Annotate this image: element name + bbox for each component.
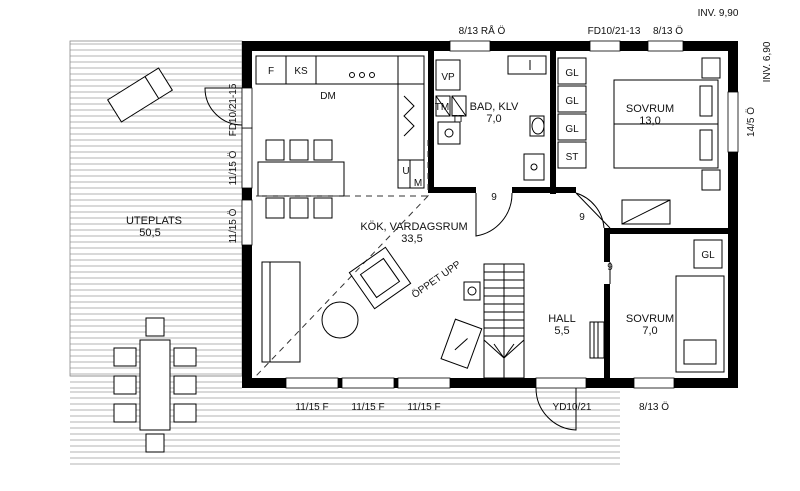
stair-winder: [503, 339, 525, 359]
m-label: M: [414, 178, 422, 189]
st-label: ST: [566, 152, 579, 163]
inv-right-label: INV. 6,90: [762, 41, 773, 82]
open-up-label: ÖPPET UPP: [409, 258, 463, 301]
hall-name: HALL: [548, 313, 576, 325]
gl2-label: GL: [565, 96, 579, 107]
gl3-label: GL: [565, 124, 579, 135]
left-door-label: FD10/21-15: [228, 83, 239, 136]
left-window-1: 11/15 Ö: [227, 150, 239, 185]
door-width-bed1: 9: [579, 212, 585, 223]
window-top-bath: 8/13 RÅ Ö: [459, 24, 506, 37]
stair-winder: [483, 339, 505, 359]
door-swings: [204, 87, 611, 431]
bedroom2-furniture: [589, 239, 725, 373]
dishwasher-label: DM: [320, 91, 336, 102]
dining-table: [257, 139, 345, 219]
stairs: [483, 263, 525, 379]
bath-name: BAD, KLV: [470, 101, 519, 113]
bottom-window-bed2: 8/13 Ö: [639, 401, 669, 413]
window-openings: [241, 40, 739, 389]
stair-winder: [493, 343, 505, 359]
gl-bed2-label: GL: [701, 250, 715, 261]
open-up-line: [255, 140, 429, 377]
tt-label: TT: [452, 114, 464, 125]
bottom-window-2: 11/15 F: [351, 402, 384, 413]
terrace-area: 50,5: [139, 227, 160, 239]
bed1-name: SOVRUM: [626, 103, 674, 115]
tm-label: TM: [435, 102, 449, 113]
vp-label: VP: [441, 72, 455, 83]
bed1-area: 13,0: [639, 115, 660, 127]
window-labels: INV. 9,90 INV. 6,90 8/13 RÅ Ö FD10/21-13…: [227, 8, 773, 413]
window-top-bed: 8/13 Ö: [653, 25, 683, 37]
window-top-bed-door: FD10/21-13: [588, 26, 641, 37]
hall-area: 5,5: [554, 325, 569, 337]
room-labels: UTEPLATS 50,5 KÖK, VARDAGSRUM 33,5 BAD, …: [126, 101, 674, 337]
door-width-bath: 9: [491, 192, 497, 203]
inv-top-label: INV. 9,90: [698, 8, 739, 19]
bottom-window-3: 11/15 F: [407, 402, 440, 413]
entry-door-label: YD10/21: [553, 402, 592, 413]
u-label: U: [402, 166, 409, 177]
kitchen-name: KÖK, VARDAGSRUM: [360, 221, 467, 233]
fridge-label: F: [268, 66, 274, 77]
gl1-label: GL: [565, 68, 579, 79]
terrace-furniture: [106, 67, 197, 453]
kitchen-area: 33,5: [401, 233, 422, 245]
bed2-area: 7,0: [642, 325, 657, 337]
terrace-name: UTEPLATS: [126, 215, 182, 227]
freezer-label: KS: [294, 66, 308, 77]
bath-area: 7,0: [486, 113, 501, 125]
kitchen-counters: [255, 55, 425, 189]
bottom-window-1: 11/15 F: [295, 402, 328, 413]
bedroom1-furniture: [557, 57, 721, 225]
interior-walls: [428, 51, 728, 378]
living-furniture: [261, 246, 483, 369]
left-window-2: 11/15 Ö: [227, 208, 239, 243]
bed2-name: SOVRUM: [626, 313, 674, 325]
window-right-bed: 14/5 Ö: [745, 107, 757, 137]
stair-winder: [503, 343, 515, 359]
door-width-bed2: 9: [607, 262, 613, 273]
bathroom-fixtures: [435, 55, 547, 181]
